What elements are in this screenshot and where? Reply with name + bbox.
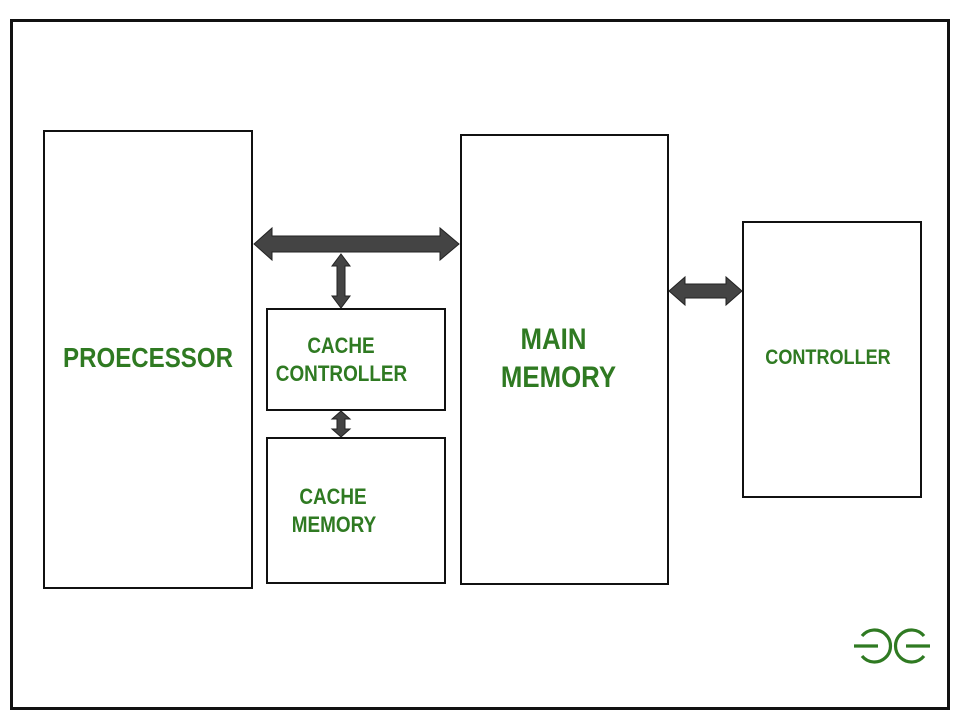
processor-label: PROECESSOR	[63, 342, 233, 373]
main-memory-block	[460, 134, 669, 585]
cache-controller-label-line1: CACHE	[307, 333, 375, 358]
cache-controller-block	[266, 308, 446, 411]
geeksforgeeks-logo	[854, 628, 930, 664]
main-memory-label-line2: MEMORY	[500, 361, 617, 394]
main-memory-label-line1: MAIN	[520, 323, 587, 356]
cache-controller-label-line2: CONTROLLER	[275, 361, 408, 386]
controller-label: CONTROLLER	[765, 346, 891, 369]
processor-block	[43, 130, 253, 589]
cache-memory-label-line1: CACHE	[299, 484, 367, 509]
cache-memory-label-line2: MEMORY	[291, 512, 377, 537]
controller-block	[742, 221, 922, 498]
cache-memory-block	[266, 437, 446, 584]
